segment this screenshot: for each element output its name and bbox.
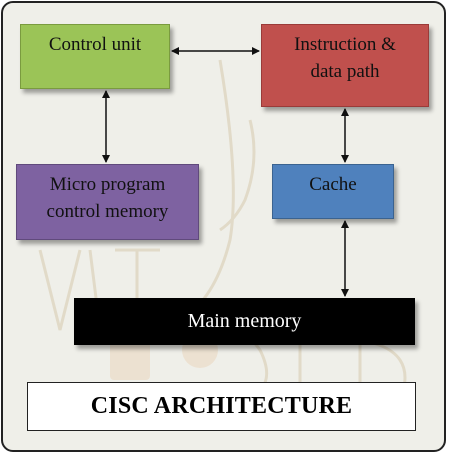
micro-program-control-memory-node: Micro program control memory: [16, 164, 199, 240]
control-unit-node: Control unit: [20, 24, 170, 89]
diagram-caption: CISC ARCHITECTURE: [90, 393, 353, 419]
main-memory-node: Main memory: [74, 298, 415, 345]
micro-program-label: Micro program control memory: [47, 171, 169, 225]
micro-program-line1: Micro program: [49, 174, 166, 195]
cache-node: Cache: [272, 164, 394, 219]
instruction-data-path-line1: Instruction &: [294, 34, 396, 55]
cache-label: Cache: [309, 174, 357, 195]
instruction-data-path-line2: data path: [310, 61, 380, 82]
control-unit-label: Control unit: [48, 34, 142, 55]
instruction-data-path-label: Instruction & data path: [294, 31, 396, 85]
instruction-data-path-node: Instruction & data path: [261, 24, 429, 107]
caption-box: CISC ARCHITECTURE: [27, 382, 416, 431]
main-memory-label: Main memory: [187, 310, 302, 332]
micro-program-line2: control memory: [46, 201, 169, 222]
